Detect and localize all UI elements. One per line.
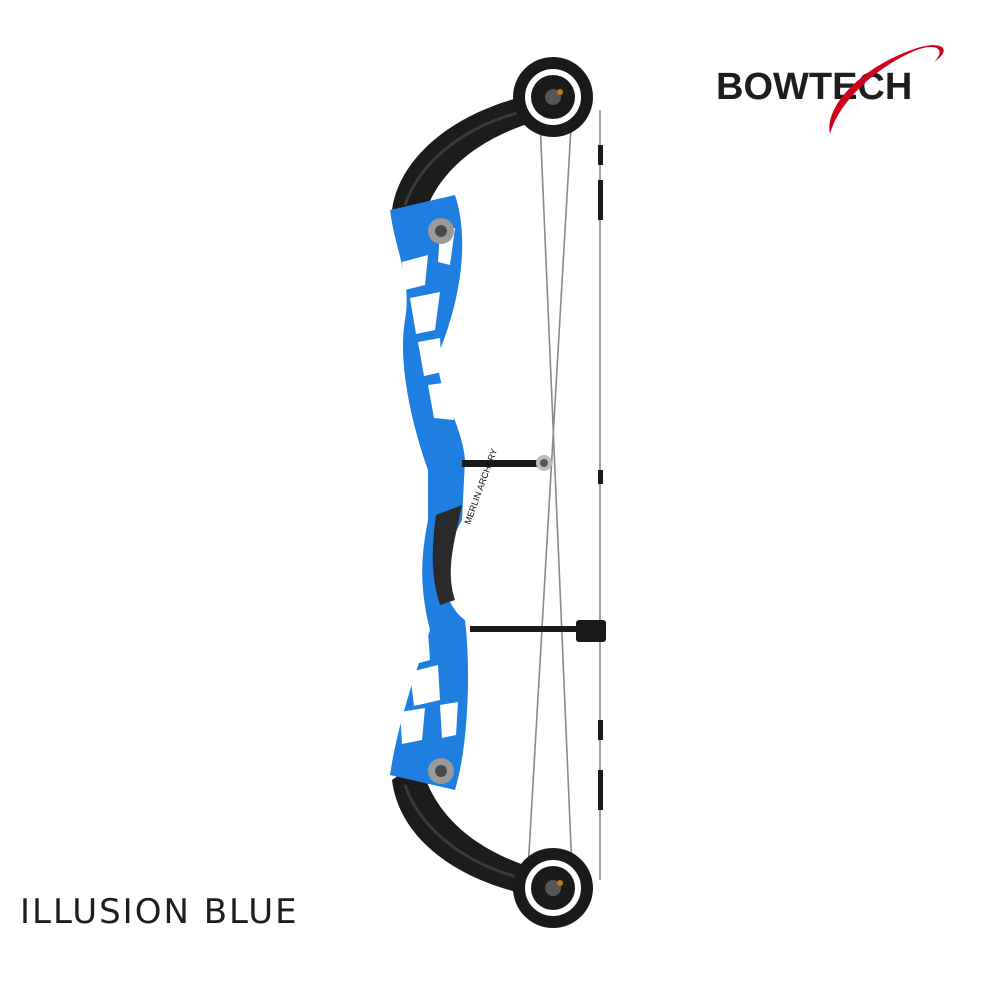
cable-guard bbox=[462, 455, 552, 471]
brand-logo: BOWTECH bbox=[712, 36, 962, 136]
bottom-cam bbox=[513, 848, 593, 928]
stabilizer-mount bbox=[470, 620, 606, 642]
logo-swoosh-icon bbox=[829, 45, 944, 134]
bow-strings bbox=[527, 109, 601, 880]
limb-bolts bbox=[428, 218, 454, 784]
color-name-label: ILLUSION BLUE bbox=[20, 892, 299, 932]
brand-logo-text: BOWTECH bbox=[716, 66, 913, 108]
riser-stamp-text: MERLIN ARCHERY bbox=[462, 447, 499, 525]
bow-riser bbox=[390, 195, 468, 790]
string-serving bbox=[598, 145, 603, 810]
bow-grip bbox=[432, 505, 462, 605]
top-cam bbox=[513, 57, 593, 137]
